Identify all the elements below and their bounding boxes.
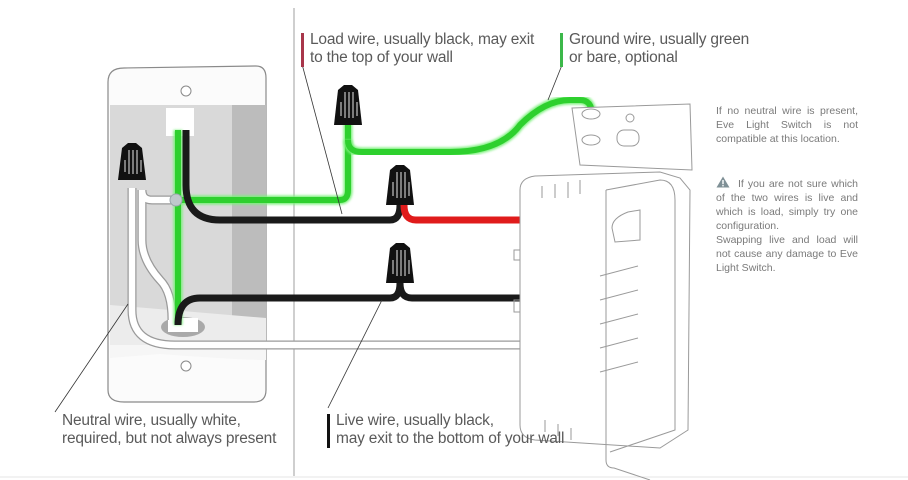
neutral-wire xyxy=(127,188,589,351)
neutral-leader xyxy=(54,303,129,413)
screw-hole-bottom xyxy=(180,360,192,372)
live-wire-callout: Live wire, usually black, may exit to th… xyxy=(327,412,565,448)
load-leader xyxy=(301,63,343,215)
live-callout-line2: may exit to the bottom of your wall xyxy=(336,430,565,447)
warning-triangle-icon xyxy=(716,176,730,188)
ground-callout-line1: Ground wire, usually green xyxy=(569,31,750,48)
wire-nut-neutral xyxy=(118,143,146,180)
swap-text: Swapping live and load will not cause an… xyxy=(716,234,858,274)
ground-color-bar xyxy=(560,33,563,67)
live-leader xyxy=(327,299,383,409)
live-color-bar xyxy=(327,414,330,448)
load-callout-line1: Load wire, usually black, may exit xyxy=(310,31,535,48)
neutral-callout-line1: Neutral wire, usually white, xyxy=(62,412,241,429)
neutral-note-text: If no neutral wire is present, Eve Light… xyxy=(716,105,858,145)
ground-callout-line2: or bare, optional xyxy=(569,49,678,66)
warning-text: If you are not sure which of the two wir… xyxy=(716,178,858,232)
live-callout-line1: Live wire, usually black, xyxy=(336,412,494,429)
neutral-callout-line2: required, but not always present xyxy=(62,430,277,447)
ground-wire-callout: Ground wire, usually green or bare, opti… xyxy=(560,31,750,67)
eve-light-switch xyxy=(513,103,693,480)
screw-hole-top xyxy=(180,85,192,97)
neutral-note: If no neutral wire is present, Eve Light… xyxy=(716,104,858,146)
neutral-wire-callout: Neutral wire, usually white, required, b… xyxy=(62,412,276,448)
ground-leader xyxy=(547,64,563,101)
wire-nut-load xyxy=(386,165,414,205)
wire-nut-live xyxy=(386,243,414,283)
ground-wire xyxy=(169,95,597,325)
ground-screw xyxy=(169,193,183,207)
load-color-bar xyxy=(301,33,304,67)
wire-nut-ground xyxy=(334,85,362,125)
warning-note: If you are not sure which of the two wir… xyxy=(716,176,858,275)
load-callout-line2: to the top of your wall xyxy=(310,49,453,66)
load-wire-callout: Load wire, usually black, may exit to th… xyxy=(301,31,535,67)
